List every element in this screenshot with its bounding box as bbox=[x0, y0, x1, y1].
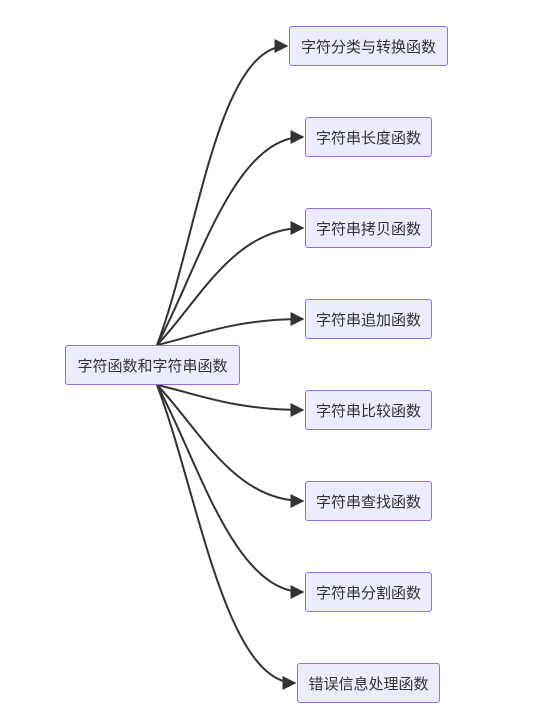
edge-connector bbox=[156, 384, 297, 690]
child-node: 字符串长度函数 bbox=[305, 117, 432, 157]
root-node: 字符函数和字符串函数 bbox=[65, 345, 240, 385]
edge-connector bbox=[156, 384, 305, 417]
child-node: 错误信息处理函数 bbox=[297, 663, 440, 703]
child-node: 字符串拷贝函数 bbox=[305, 208, 432, 248]
child-node: 字符串比较函数 bbox=[305, 390, 432, 430]
child-node: 字符串追加函数 bbox=[305, 299, 432, 339]
child-node: 字符分类与转换函数 bbox=[289, 26, 448, 66]
edge-connector bbox=[156, 39, 289, 346]
edge-connector bbox=[156, 312, 305, 346]
child-node: 字符串查找函数 bbox=[305, 481, 432, 521]
child-node: 字符串分割函数 bbox=[305, 572, 432, 612]
edge-connector bbox=[156, 384, 305, 599]
edge-connector bbox=[156, 384, 305, 508]
edge-connector bbox=[156, 221, 305, 346]
edge-connector bbox=[156, 130, 305, 346]
